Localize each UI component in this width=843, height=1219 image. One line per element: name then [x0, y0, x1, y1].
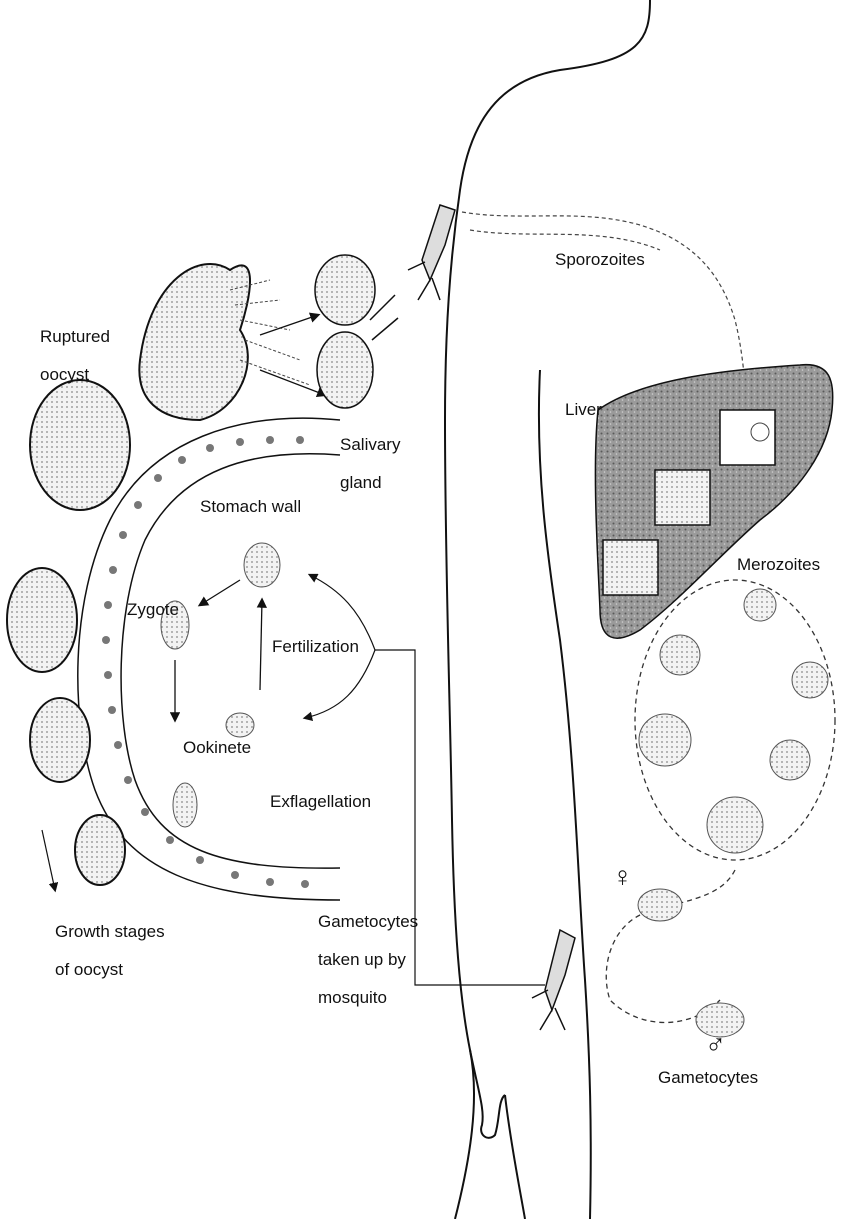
label-ruptured-oocyst-line1: Ruptured: [40, 327, 110, 346]
label-gametocytes-taken-up-line3: mosquito: [318, 988, 418, 1007]
label-gametocytes-taken-up-line2: taken up by: [318, 950, 418, 969]
inner-cycle-arrows: [175, 580, 262, 720]
mosquito-bottom: [532, 930, 575, 1030]
label-salivary-gland-line1: Salivary: [340, 435, 400, 454]
label-ookinete: Ookinete: [183, 738, 251, 757]
label-sporozoites: Sporozoites: [555, 250, 645, 269]
mosquito-top: [408, 205, 455, 300]
label-growth-stages: Growth stages of oocyst: [55, 903, 165, 998]
blood-stage-cells: [639, 589, 828, 853]
label-ruptured-oocyst: Ruptured oocyst: [40, 308, 110, 403]
label-exflagellation: Exflagellation: [270, 792, 371, 811]
male-symbol-icon: ♂: [705, 1030, 726, 1060]
label-stomach-wall: Stomach wall: [200, 497, 301, 516]
label-growth-stages-line1: Growth stages: [55, 922, 165, 941]
label-salivary-gland-line2: gland: [340, 473, 400, 492]
label-gametocytes-taken-up: Gametocytes taken up by mosquito: [318, 893, 418, 1026]
label-ruptured-oocyst-line2: oocyst: [40, 365, 110, 384]
label-salivary-gland: Salivary gland: [340, 416, 400, 511]
label-liver: Liver: [565, 400, 602, 419]
label-gametocytes-taken-up-line1: Gametocytes: [318, 912, 418, 931]
salivary-gland: [315, 255, 398, 408]
female-gametocyte-cell: [638, 889, 682, 921]
label-gametocytes: Gametocytes: [658, 1068, 758, 1087]
liver-shape: [595, 365, 832, 639]
female-symbol-icon: ♀: [612, 862, 633, 892]
label-merozoites: Merozoites: [737, 555, 820, 574]
inner-cycle: [161, 543, 280, 827]
label-fertilization: Fertilization: [272, 637, 359, 656]
label-zygote: Zygote: [127, 600, 179, 619]
label-growth-stages-line2: of oocyst: [55, 960, 165, 979]
